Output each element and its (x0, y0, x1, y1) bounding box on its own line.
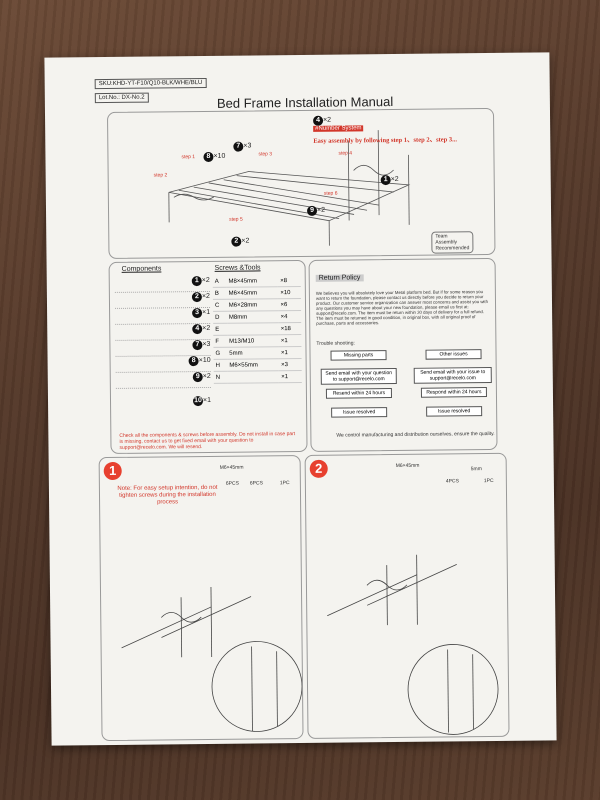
number-system-tagline: Easy assembly by following step 1、step 2… (313, 136, 458, 145)
step2-panel: 2 M6×45mm 4PCS 5mm 1PC (304, 452, 510, 739)
components-header: Components (121, 265, 162, 273)
component-row: 2×2 (114, 291, 211, 309)
return-policy-panel: Return Policy We believes you will absol… (308, 257, 498, 452)
flow-right-1: Other issues (425, 349, 482, 360)
screw-row: E×18 (213, 322, 302, 336)
components-list: 1×2 2×2 3×1 4×2 7×3 8×10 9×2 10×1 (114, 275, 211, 417)
part-2-qty: ×2 (241, 237, 250, 245)
step1-panel: 1 Note: For easy setup intention, do not… (98, 455, 304, 742)
bed-frame-diagram (168, 130, 411, 246)
screw-row: N×1 (213, 370, 302, 384)
part-9-qty: ×2 (316, 206, 326, 214)
step1-diagram (121, 586, 303, 732)
step1-label: step 1 (181, 154, 196, 161)
sku-label: SKU:KHD-YT-F10/Q10-BLK/WHE/BLU (94, 77, 207, 90)
component-row: 1×2 (114, 275, 210, 293)
step6-label: step 6 (323, 190, 338, 197)
flow-left-1: Missing parts (330, 350, 387, 361)
lot-label: Lot.No.: DX-No.2 (94, 92, 149, 104)
part-2-icon: 2 (231, 236, 242, 247)
part-8-qty: ×10 (213, 152, 226, 160)
return-policy-footer: We control manufacturing and distributio… (336, 430, 495, 439)
screws-header: Screws &Tools (214, 264, 261, 272)
component-row: 7×3 (115, 339, 211, 357)
flow-right-3: Respond within 24 hours (420, 387, 487, 398)
recommended-line: Recommended (435, 245, 470, 252)
components-panel: Components Screws &Tools 1×2 2×2 3×1 4×2… (108, 259, 308, 454)
part-1-icon: 1 (380, 175, 391, 186)
troubleshoot-label: Trouble shooting: (316, 340, 355, 347)
component-row: 8×10 (115, 355, 211, 373)
flow-left-3: Resend within 24 hours (325, 388, 392, 399)
step4-label: step 4 (338, 150, 353, 157)
check-components-note: Check all the components & screws before… (119, 431, 296, 451)
component-row: 9×2 (115, 371, 211, 389)
number-system-label: #Number System (313, 125, 364, 132)
part-1-qty: ×2 (390, 175, 399, 184)
component-row: 10×1 (116, 388, 211, 417)
part-8-icon: 8 (203, 151, 214, 163)
step2-diagram (327, 554, 499, 735)
component-row: 3×1 (115, 307, 211, 325)
step2-label: step 2 (153, 172, 168, 179)
return-policy-body: We believes you will absolutely love you… (315, 289, 488, 326)
flow-left-4: Issue resolved (331, 407, 388, 418)
part-9-icon: 9 (306, 205, 318, 216)
flow-right-4: Issue resolved (426, 406, 483, 417)
instruction-sheet: SKU:KHD-YT-F10/Q10-BLK/WHE/BLU Lot.No.: … (44, 52, 557, 746)
return-policy-title: Return Policy (315, 274, 364, 282)
flow-right-2: Send email with your issue to support@re… (413, 366, 492, 384)
step5-label: step 5 (229, 216, 243, 223)
flow-left-2: Send email with your question to support… (320, 367, 397, 385)
part-7-icon: 7 (233, 141, 244, 152)
part-7-qty: ×3 (243, 142, 252, 150)
step3-label: step 3 (258, 151, 273, 158)
component-row: 4×2 (115, 323, 211, 341)
team-assembly-badge: Team Assembly Recommended (431, 231, 474, 254)
